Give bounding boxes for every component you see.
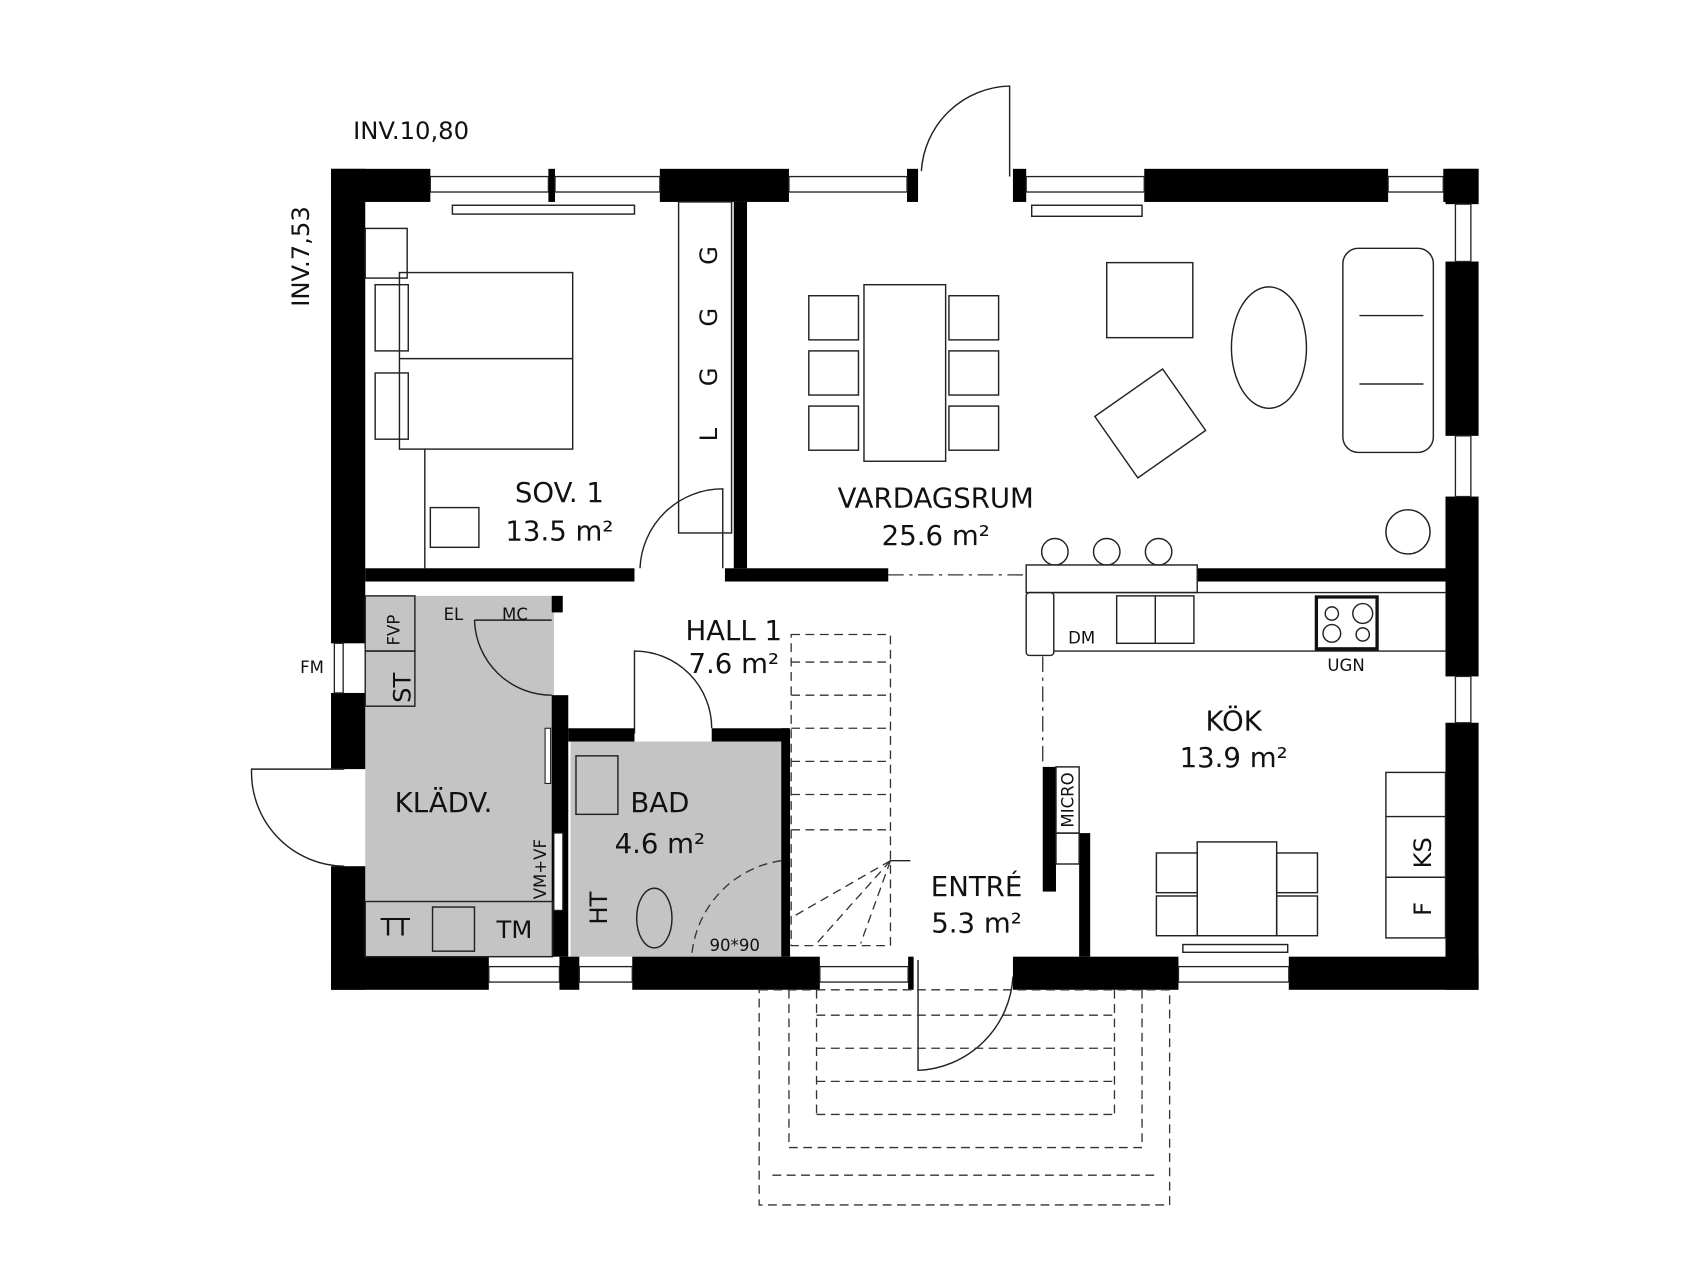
wardrobe-label: G — [694, 308, 723, 327]
depth-dimension: INV.7,53 — [286, 206, 315, 307]
label-dm: DM — [1068, 628, 1095, 647]
wardrobe-labels: G G G L — [694, 246, 723, 441]
bedroom-furniture — [364, 201, 733, 569]
label-mc: MC — [502, 605, 528, 624]
room-area-entre: 5.3 m² — [931, 906, 1022, 939]
room-area-kok: 13.9 m² — [1180, 741, 1288, 774]
living-furniture — [808, 247, 1435, 566]
label-fm: FM — [300, 658, 324, 677]
room-name-entre: ENTRÉ — [931, 869, 1022, 903]
porch-deck — [758, 989, 1171, 1206]
room-name-sov1: SOV. 1 — [515, 476, 604, 509]
bad-floor — [570, 741, 782, 957]
wardrobe-label: G — [694, 246, 723, 265]
room-name-vardagsrum: VARDAGSRUM — [838, 482, 1034, 515]
kladv-floor — [365, 595, 554, 957]
room-area-bad: 4.6 m² — [615, 827, 706, 860]
label-ks: KS — [1408, 837, 1437, 868]
label-tm: TM — [496, 915, 533, 944]
label-f: F — [1408, 902, 1437, 916]
interior-walls — [365, 201, 1446, 957]
label-tt: TT — [380, 913, 410, 942]
label-el: EL — [444, 605, 464, 624]
room-area-sov1: 13.5 m² — [505, 515, 613, 548]
room-name-kladv: KLÄDV. — [395, 786, 493, 819]
doors — [250, 85, 1014, 1072]
kitchen-furniture — [1025, 564, 1447, 939]
room-name-kok: KÖK — [1205, 703, 1262, 737]
label-shower: 90*90 — [710, 936, 760, 955]
room-area-vardagsrum: 25.6 m² — [882, 519, 990, 552]
label-st: ST — [387, 672, 416, 702]
label-micro: MICRO — [1059, 772, 1078, 827]
staircase — [790, 633, 911, 947]
room-area-hall1: 7.6 m² — [689, 647, 780, 680]
room-name-hall1: HALL 1 — [685, 614, 782, 647]
width-dimension: INV.10,80 — [353, 116, 469, 145]
label-fvp: FVP — [384, 615, 403, 646]
wardrobe-label: L — [694, 427, 723, 441]
label-vmvf: VM+VF — [531, 839, 550, 899]
windows — [333, 175, 1472, 983]
label-ht: HT — [584, 891, 613, 924]
wardrobe-label: G — [694, 367, 723, 386]
label-ugn: UGN — [1327, 656, 1364, 675]
outer-walls — [331, 168, 1479, 990]
bath-fixtures — [364, 595, 782, 958]
room-name-bad: BAD — [630, 786, 689, 819]
